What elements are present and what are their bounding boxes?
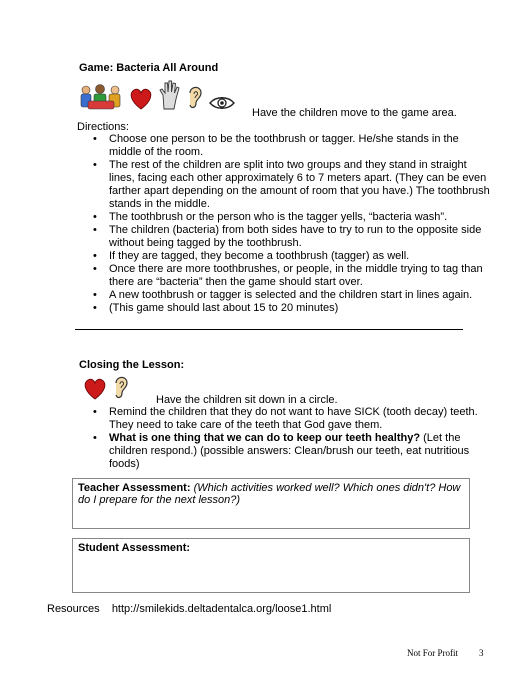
section-divider <box>75 329 463 330</box>
page-number: 3 <box>479 648 484 658</box>
list-item: What is one thing that we can do to keep… <box>93 432 483 471</box>
list-item: The children (bacteria) from both sides … <box>93 224 493 250</box>
resources-link[interactable]: http://smilekids.deltadentalca.org/loose… <box>111 603 332 615</box>
closing-icon-row <box>82 373 130 404</box>
closing-title: Closing the Lesson: <box>79 359 185 371</box>
ear-icon <box>112 373 130 404</box>
list-item: A new toothbrush or tagger is selected a… <box>93 289 493 302</box>
list-item: The rest of the children are split into … <box>93 159 493 211</box>
resources-label: Resources <box>47 603 100 615</box>
closing-list: Remind the children that they do not wan… <box>93 406 483 471</box>
list-item: If they are tagged, they become a toothb… <box>93 250 493 263</box>
eye-icon <box>208 95 236 114</box>
resources-line: Resources http://smilekids.deltadentalca… <box>47 603 331 615</box>
hand-icon <box>158 79 182 114</box>
heart-icon <box>82 377 108 404</box>
closing-icons-caption: Have the children sit down in a circle. <box>156 394 338 406</box>
game-icons-caption: Have the children move to the game area. <box>252 107 457 119</box>
list-item: Choose one person to be the toothbrush o… <box>93 133 493 159</box>
directions-label: Directions: <box>77 121 129 133</box>
teacher-assessment-label: Teacher Assessment: <box>78 482 191 494</box>
list-item: The toothbrush or the person who is the … <box>93 211 493 224</box>
student-assessment-box[interactable]: Student Assessment: <box>72 538 470 593</box>
directions-list: Choose one person to be the toothbrush o… <box>93 133 493 315</box>
game-title: Game: Bacteria All Around <box>79 62 219 74</box>
heart-icon <box>128 87 154 114</box>
game-icon-row <box>78 80 236 114</box>
answer-text: (Let the children respond.) (possible an… <box>109 432 470 470</box>
question-text: What is one thing that we can do to keep… <box>109 432 421 444</box>
children-group-icon <box>78 83 124 114</box>
teacher-assessment-prompt: (Which activities worked well? Which one… <box>78 482 461 506</box>
student-assessment-label: Student Assessment: <box>78 542 191 554</box>
teacher-assessment-box[interactable]: Teacher Assessment: (Which activities wo… <box>72 478 470 529</box>
ear-icon <box>186 83 204 114</box>
footer-text: Not For Profit <box>407 648 459 658</box>
list-item: Once there are more toothbrushes, or peo… <box>93 263 493 289</box>
list-item: Remind the children that they do not wan… <box>93 406 483 432</box>
list-item: (This game should last about 15 to 20 mi… <box>93 302 493 315</box>
